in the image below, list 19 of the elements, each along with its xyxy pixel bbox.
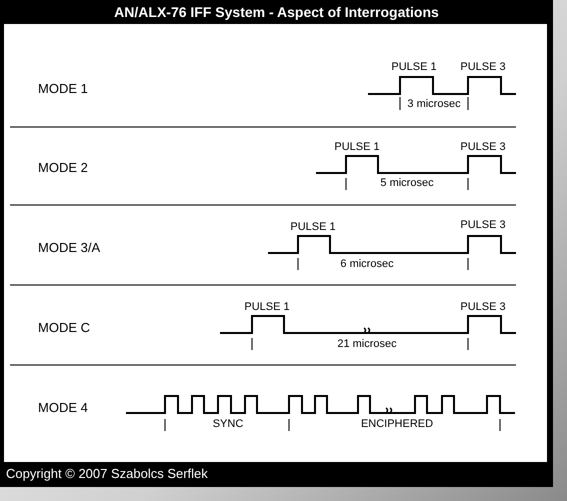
pulse-label: PULSE 1 xyxy=(334,142,380,153)
duration-label: 5 microsec xyxy=(380,178,434,189)
segment-label: SYNC xyxy=(212,419,244,430)
mode-label: MODE C xyxy=(38,321,90,334)
pulse-label: PULSE 3 xyxy=(460,220,506,231)
pulse-label: PULSE 1 xyxy=(391,62,437,73)
duration-label: 21 microsec xyxy=(337,339,397,350)
mode-label: MODE 4 xyxy=(38,401,88,414)
mode-label: MODE 3/A xyxy=(38,241,100,254)
segment-label: ENCIPHERED xyxy=(360,419,434,430)
pulse-label: PULSE 1 xyxy=(290,222,336,233)
pulse-label: PULSE 3 xyxy=(460,142,506,153)
pulse-label: PULSE 1 xyxy=(244,302,290,313)
mode-label: MODE 2 xyxy=(38,161,88,174)
mode-label: MODE 1 xyxy=(38,82,88,95)
pulse-label: PULSE 3 xyxy=(460,302,506,313)
pulse-label: PULSE 3 xyxy=(460,62,506,73)
duration-label: 6 microsec xyxy=(340,259,394,270)
duration-label: 3 microsec xyxy=(407,99,461,110)
